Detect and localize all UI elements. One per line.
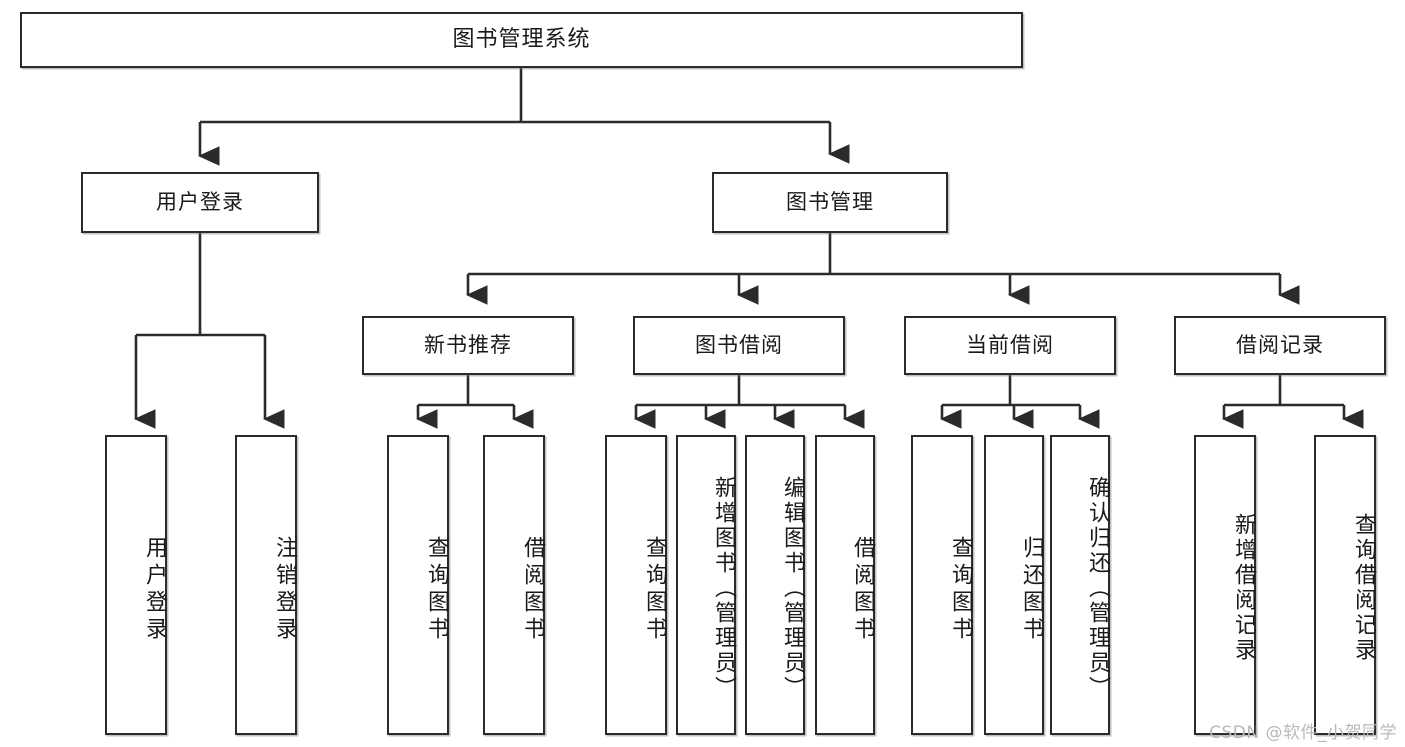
node-label: 编辑图书（管理员） (780, 475, 805, 701)
node-user-login[interactable]: 用户登录 (81, 172, 319, 233)
node-label: 图书借阅 (695, 332, 783, 357)
leaf-borrow-book[interactable]: 借阅图书 (815, 435, 875, 735)
node-new-book-recommend[interactable]: 新书推荐 (362, 316, 574, 375)
node-root-system[interactable]: 图书管理系统 (20, 12, 1023, 68)
leaf-user-login[interactable]: 用户登录 (105, 435, 167, 735)
leaf-borrow-book-recommend[interactable]: 借阅图书 (483, 435, 545, 735)
node-label: 图书管理系统 (452, 26, 591, 52)
node-label: 归还图书 (1019, 536, 1044, 644)
leaf-query-book-borrow[interactable]: 查询图书 (605, 435, 667, 735)
node-book-borrow[interactable]: 图书借阅 (633, 316, 845, 375)
node-label: 查询借阅记录 (1351, 513, 1376, 663)
node-label: 借阅图书 (850, 536, 875, 644)
leaf-query-book-recommend[interactable]: 查询图书 (387, 435, 449, 735)
node-label: 确认归还（管理员） (1085, 475, 1110, 701)
node-borrow-record[interactable]: 借阅记录 (1174, 316, 1386, 375)
leaf-query-book-current[interactable]: 查询图书 (911, 435, 973, 735)
leaf-return-book[interactable]: 归还图书 (984, 435, 1044, 735)
node-label: 借阅图书 (520, 536, 545, 644)
node-book-management[interactable]: 图书管理 (712, 172, 948, 233)
node-label: 查询图书 (948, 536, 973, 644)
node-label: 图书管理 (786, 189, 874, 214)
leaf-add-borrow-record[interactable]: 新增借阅记录 (1194, 435, 1256, 735)
node-label: 注销登录 (272, 536, 297, 644)
leaf-query-borrow-record[interactable]: 查询借阅记录 (1314, 435, 1376, 735)
node-label: 用户登录 (156, 189, 244, 214)
node-label: 查询图书 (424, 536, 449, 644)
node-label: 借阅记录 (1236, 332, 1324, 357)
node-label: 查询图书 (642, 536, 667, 644)
leaf-logout-login[interactable]: 注销登录 (235, 435, 297, 735)
leaf-add-book-admin[interactable]: 新增图书（管理员） (676, 435, 736, 735)
node-label: 用户登录 (142, 536, 167, 644)
node-label: 新书推荐 (424, 332, 512, 357)
leaf-edit-book-admin[interactable]: 编辑图书（管理员） (745, 435, 805, 735)
leaf-confirm-return-admin[interactable]: 确认归还（管理员） (1050, 435, 1110, 735)
node-label: 新增借阅记录 (1231, 513, 1256, 663)
node-label: 新增图书（管理员） (711, 475, 736, 701)
watermark: CSDN @软件_小贺同学 (1209, 723, 1397, 743)
node-label: 当前借阅 (966, 332, 1054, 357)
node-current-borrow[interactable]: 当前借阅 (904, 316, 1116, 375)
